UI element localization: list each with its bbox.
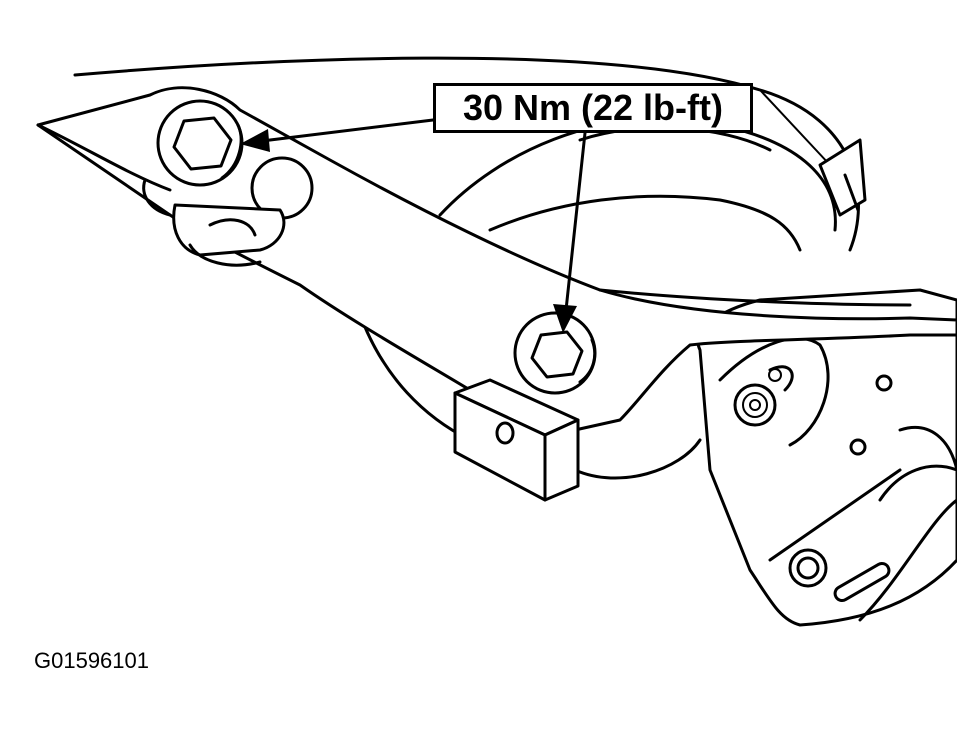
torque-callout: 30 Nm (22 lb-ft) [433, 83, 753, 133]
torque-label: 30 Nm (22 lb-ft) [462, 87, 724, 128]
left-fitting [172, 203, 286, 267]
bracket-arm [36, 86, 957, 432]
housing-clip [818, 138, 867, 217]
lower-bolt [513, 311, 597, 395]
spring-clip [733, 365, 794, 427]
mounting-plate [696, 288, 957, 627]
callout-leaders [240, 118, 587, 333]
lower-tab [453, 378, 580, 502]
upper-bolt [156, 99, 244, 187]
figure-id: G01596101 [34, 648, 149, 673]
